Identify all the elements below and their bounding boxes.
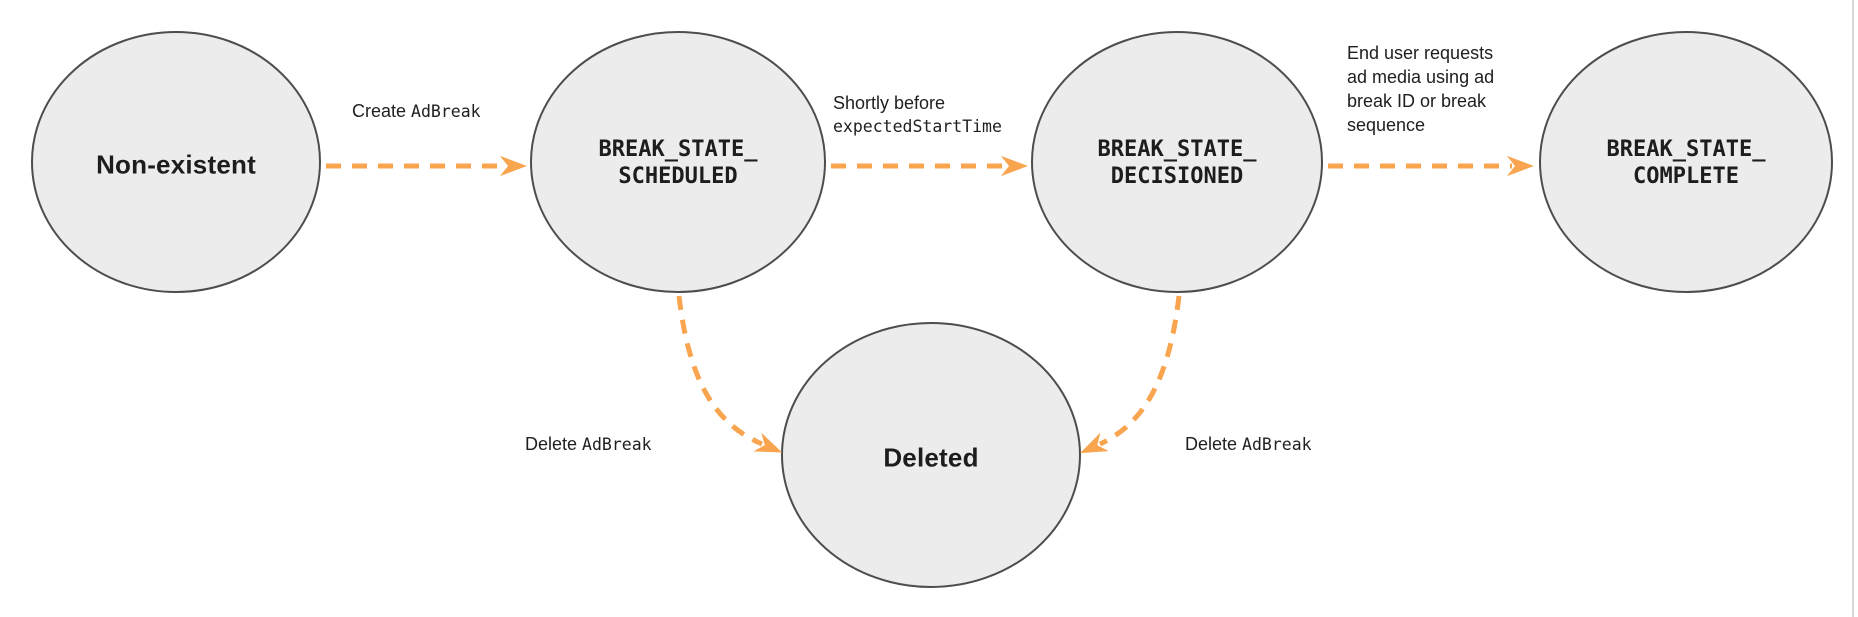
transition-label-code: AdBreak — [1242, 435, 1312, 454]
transition-arrow-delete-adbreak-from-decisioned — [1080, 295, 1182, 454]
state-label-break-state-decisioned: BREAK_STATE_ DECISIONED — [1098, 136, 1257, 190]
state-label-text: Deleted — [883, 442, 979, 473]
transition-arrow-delete-adbreak-from-scheduled — [676, 295, 783, 453]
state-label-line: SCHEDULED — [618, 164, 738, 189]
state-node-deleted — [781, 322, 1081, 588]
transition-label-line: ad media using ad — [1347, 67, 1495, 87]
state-node-break-state-decisioned — [1031, 31, 1323, 293]
state-label-line: BREAK_STATE_ — [598, 137, 758, 162]
transition-label-code: AdBreak — [582, 435, 652, 454]
transition-label-line: End user requests — [1347, 43, 1494, 63]
transition-label-code: AdBreak — [411, 102, 481, 121]
transition-label-line: break ID or break — [1347, 91, 1487, 111]
transition-label-shortly-before: Shortly before expectedStartTime — [833, 91, 1002, 139]
transition-label-end-user-requests: End user requests ad media using ad brea… — [1347, 41, 1547, 137]
state-label-deleted: Deleted — [883, 443, 978, 474]
state-label-break-state-scheduled: BREAK_STATE_ SCHEDULED — [599, 136, 758, 190]
transition-label-action: Create — [352, 101, 407, 121]
transition-label-code: expectedStartTime — [833, 117, 1002, 136]
state-label-line: COMPLETE — [1633, 164, 1739, 189]
state-label-line: DECISIONED — [1110, 164, 1244, 189]
page-edge-rule — [1852, 0, 1854, 617]
state-node-break-state-complete — [1539, 31, 1833, 293]
transition-label-action: Delete — [1185, 434, 1238, 454]
state-label-line: BREAK_STATE_ — [1606, 137, 1766, 162]
transition-label-text: Shortly before — [833, 93, 946, 113]
state-label-break-state-complete: BREAK_STATE_ COMPLETE — [1607, 136, 1766, 190]
state-label-non-existent: Non-existent — [96, 150, 256, 181]
state-label-text: Non-existent — [96, 149, 256, 180]
transition-label-line: sequence — [1347, 115, 1426, 135]
state-node-non-existent — [31, 31, 321, 293]
transition-label-action: Delete — [525, 434, 578, 454]
state-label-line: BREAK_STATE_ — [1097, 137, 1257, 162]
state-node-break-state-scheduled — [530, 31, 826, 293]
